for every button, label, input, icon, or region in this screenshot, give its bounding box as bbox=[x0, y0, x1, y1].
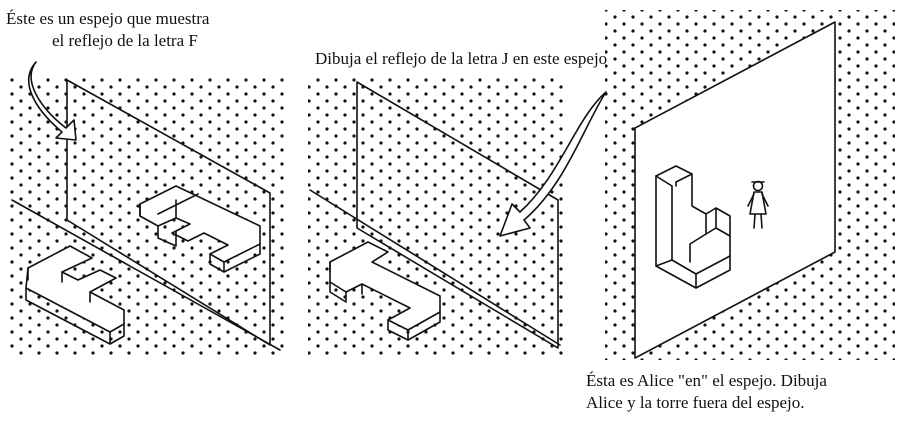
middle-mirror bbox=[356, 81, 559, 349]
left-panel-caption: Éste es un espejo que muestra el reflejo… bbox=[6, 8, 209, 52]
left-panel bbox=[10, 61, 285, 357]
reflected-f-block bbox=[139, 185, 261, 273]
right-caption-line1: Ésta es Alice "en" el espejo. Dibuja bbox=[586, 371, 827, 390]
left-floor-line bbox=[11, 199, 281, 351]
middle-arrow-icon bbox=[499, 91, 607, 237]
right-caption-line2: Alice y la torre fuera del espejo. bbox=[586, 393, 805, 412]
left-caption-line2: el reflejo de la letra F bbox=[52, 31, 198, 50]
tower-block bbox=[655, 165, 731, 289]
left-caption-line1: Éste es un espejo que muestra bbox=[6, 9, 210, 28]
letter-f-block bbox=[25, 245, 125, 345]
middle-panel-caption: Dibuja el reflejo de la letra J en este … bbox=[315, 49, 608, 68]
right-panel-caption: Ésta es Alice "en" el espejo. Dibuja Ali… bbox=[586, 370, 827, 414]
letter-j-block bbox=[329, 241, 441, 341]
middle-panel bbox=[308, 75, 607, 357]
middle-floor-line bbox=[309, 189, 561, 346]
right-panel bbox=[605, 10, 895, 360]
left-arrow-icon bbox=[27, 61, 77, 141]
alice-figure bbox=[747, 180, 769, 229]
